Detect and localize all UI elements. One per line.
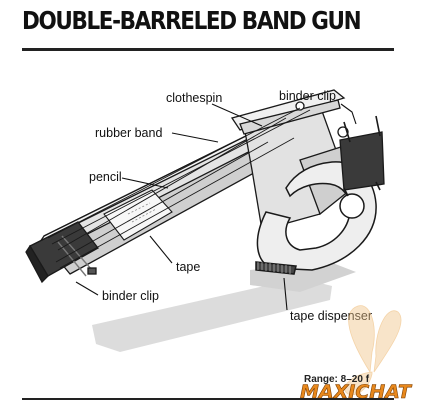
rear-binder-clip	[339, 115, 385, 197]
ground-shadow	[92, 278, 332, 352]
leader-binder-clip-bottom	[75, 281, 99, 296]
label-pencil: pencil	[89, 170, 122, 184]
label-binder-clip-bottom: binder clip	[102, 289, 159, 303]
maxichat-watermark: MAXICHAT	[300, 381, 413, 403]
label-clothespin: clothespin	[166, 91, 222, 105]
butterfly-watermark-icon	[344, 305, 402, 396]
page-title: DOUBLE-BARRELED BAND GUN	[22, 6, 362, 35]
clothespin-trigger	[230, 89, 349, 138]
leader-binder-clip-top	[340, 103, 357, 125]
leader-rubber-band	[171, 132, 219, 143]
front-binder-clip	[25, 221, 99, 284]
bottom-rule	[22, 398, 394, 400]
label-tape: tape	[176, 260, 200, 274]
leader-tape	[149, 235, 173, 264]
leader-clothespin	[211, 103, 263, 127]
leader-tape-dispenser	[283, 277, 288, 311]
label-tape-dispenser: tape dispenser	[290, 309, 372, 323]
label-binder-clip-top: binder clip	[279, 89, 336, 103]
tape-wrap	[103, 189, 173, 241]
title-underline	[22, 48, 394, 51]
range-text: Range: 8–20 f	[304, 374, 370, 385]
rubber-bands	[47, 107, 311, 269]
leader-pencil	[121, 177, 169, 189]
label-rubber-band: rubber band	[95, 126, 162, 140]
